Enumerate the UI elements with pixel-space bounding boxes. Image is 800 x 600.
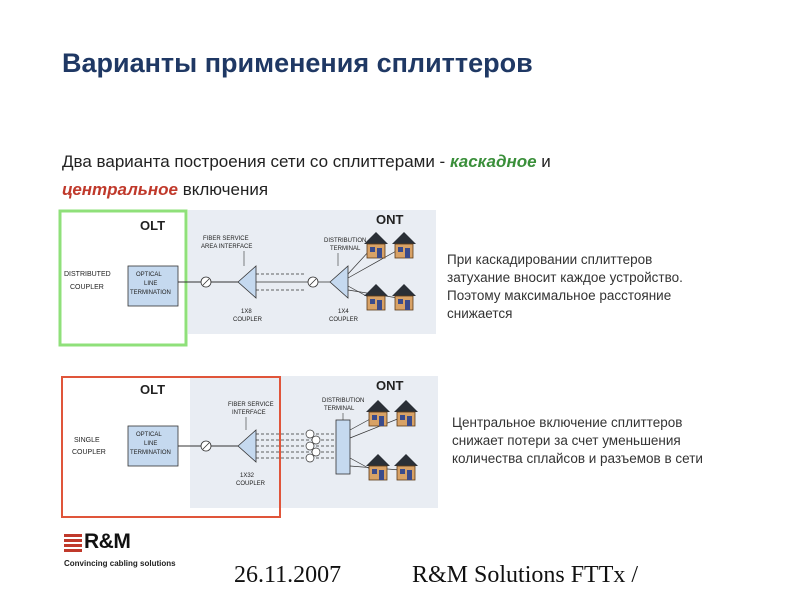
central-note: Центральное включение сплиттеров снижает… <box>452 414 752 468</box>
cascade-split2-line2: COUPLER <box>329 317 359 323</box>
cascade-dt-line2: TERMINAL <box>330 246 361 252</box>
central-olt-term-line1: OPTICAL <box>136 432 162 438</box>
cascade-coupler-line1: DISTRIBUTED <box>64 271 111 278</box>
intro-central: центральное <box>62 180 178 199</box>
central-diagram: OLT ONT SINGLE COUPLER OPTICAL LINE TERM… <box>61 376 438 518</box>
central-olt-frame <box>61 376 281 518</box>
cascade-olt-term-line1: OPTICAL <box>136 272 162 278</box>
intro-part1: Два варианта построения сети со сплиттер… <box>62 152 450 171</box>
central-fsi-line2: INTERFACE <box>232 410 266 416</box>
cascade-fsai-line1: FIBER SERVICE <box>203 236 249 242</box>
cascade-ont-label: ONT <box>376 212 404 227</box>
cascade-splitter-2 <box>329 265 349 299</box>
logo-tagline: Convincing cabling solutions <box>64 559 176 568</box>
logo-mark-icon <box>64 534 82 554</box>
central-note-line3: количества сплайсов и разъемов в сети <box>452 451 703 466</box>
cascade-note: При каскадировании сплиттеров затухание … <box>447 251 737 323</box>
intro-part3: включения <box>178 180 269 199</box>
cascade-split1-line1: 1X8 <box>241 309 252 315</box>
cascade-dt-line1: DISTRIBUTION <box>324 238 366 244</box>
company-logo: R&M Convincing cabling solutions <box>64 530 194 572</box>
cascade-note-line1: При каскадировании сплиттеров <box>447 252 653 267</box>
logo-name: R&M <box>84 530 131 553</box>
cascade-diagram: OLT ONT DISTRIBUTED COUPLER OPTICAL LINE… <box>58 209 436 347</box>
cascade-olt-term-line3: TERMINATION <box>130 290 171 296</box>
central-dt-line1: DISTRIBUTION <box>322 398 364 404</box>
cascade-olt-label: OLT <box>140 218 165 233</box>
cascade-split1-line2: COUPLER <box>233 317 263 323</box>
central-note-line2: снижает потери за счет уменьшения <box>452 433 681 448</box>
intro-part2: и <box>536 152 551 171</box>
slide-title: Варианты применения сплиттеров <box>62 48 533 78</box>
central-coupler-line2: COUPLER <box>72 449 106 456</box>
cascade-coupler-line2: COUPLER <box>70 284 104 291</box>
intro-text: Два варианта построения сети со сплиттер… <box>62 148 702 204</box>
cascade-olt-term-line2: LINE <box>144 281 157 287</box>
central-ont-label: ONT <box>376 378 404 393</box>
central-note-line1: Центральное включение сплиттеров <box>452 415 683 430</box>
central-distribution-terminal <box>335 419 351 475</box>
cascade-fsai-line2: AREA INTERFACE <box>201 244 252 250</box>
central-split-line2: COUPLER <box>236 481 266 487</box>
central-coupler-line1: SINGLE <box>74 437 100 444</box>
central-dt-line2: TERMINAL <box>324 406 355 412</box>
slide-date: 26.11.2007 <box>234 562 342 588</box>
central-fsi-line1: FIBER SERVICE <box>228 402 274 408</box>
central-olt-label: OLT <box>140 382 165 397</box>
cascade-olt-terminal <box>127 265 179 307</box>
cascade-diagram-bg <box>188 210 436 334</box>
footer-line1: R&M Solutions FTTx / <box>412 562 639 588</box>
central-split-line1: 1X32 <box>240 473 255 479</box>
cascade-note-line2: затухание вносит каждое устройство. <box>447 270 683 285</box>
central-olt-term-line3: TERMINATION <box>130 450 171 456</box>
central-olt-term-line2: LINE <box>144 441 157 447</box>
intro-cascade: каскадное <box>449 152 537 171</box>
cascade-note-line4: снижается <box>447 306 513 321</box>
cascade-note-line3: Поэтому максимальное расстояние <box>447 288 672 303</box>
slide-footer: R&M Solutions FTTx / <box>412 560 638 590</box>
cascade-split2-line1: 1X4 <box>338 309 349 315</box>
